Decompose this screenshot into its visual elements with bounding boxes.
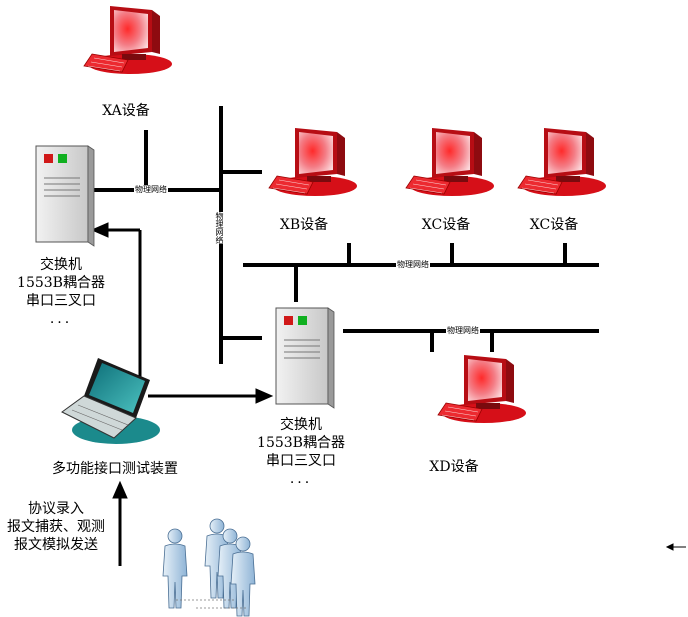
operators-icon bbox=[162, 518, 256, 617]
center-switch-icon bbox=[275, 307, 335, 409]
left-switch-line-1: 交换机 bbox=[40, 257, 82, 273]
xa-label: XA设备 bbox=[102, 103, 150, 119]
network-label-left: 物理网络 bbox=[134, 185, 168, 195]
left-switch-label: 交换机 1553B耦合器 串口三叉口 ... bbox=[6, 256, 116, 328]
task-protocol-entry: 协议录入 bbox=[28, 501, 84, 517]
xb-label: XB设备 bbox=[279, 217, 329, 233]
network-label-middle: 物理网络 bbox=[396, 260, 430, 270]
xa-computer-icon bbox=[83, 5, 173, 75]
xc2-label: XC设备 bbox=[529, 217, 579, 233]
xd-label: XD设备 bbox=[429, 459, 479, 475]
left-switch-icon bbox=[35, 145, 95, 247]
laptop-icon bbox=[61, 358, 160, 444]
center-switch-line-1: 交换机 bbox=[280, 417, 322, 433]
xd-computer-icon bbox=[437, 354, 527, 424]
network-lines bbox=[93, 106, 599, 364]
task-simulate-send: 报文模拟发送 bbox=[14, 537, 98, 553]
arrows bbox=[90, 222, 686, 566]
operator-tasks: 协议录入 报文捕获、观测 报文模拟发送 bbox=[0, 500, 112, 554]
network-label-right: 物理网络 bbox=[446, 326, 480, 336]
left-switch-line-2: 1553B耦合器 bbox=[17, 275, 105, 291]
center-switch-label: 交换机 1553B耦合器 串口三叉口 ... bbox=[246, 416, 356, 488]
center-switch-line-2: 1553B耦合器 bbox=[257, 435, 345, 451]
task-capture-observe: 报文捕获、观测 bbox=[7, 519, 105, 535]
left-switch-line-4: ... bbox=[49, 311, 73, 327]
center-switch-line-3: 串口三叉口 bbox=[266, 453, 336, 469]
network-label-vertical: 物理网络 bbox=[213, 212, 225, 244]
xc1-label: XC设备 bbox=[421, 217, 471, 233]
xc1-computer-icon bbox=[405, 127, 495, 197]
tester-label: 多功能接口测试装置 bbox=[52, 461, 178, 477]
xc2-computer-icon bbox=[517, 127, 607, 197]
xb-computer-icon bbox=[268, 127, 358, 197]
left-switch-line-3: 串口三叉口 bbox=[26, 293, 96, 309]
center-switch-line-4: ... bbox=[289, 471, 313, 487]
